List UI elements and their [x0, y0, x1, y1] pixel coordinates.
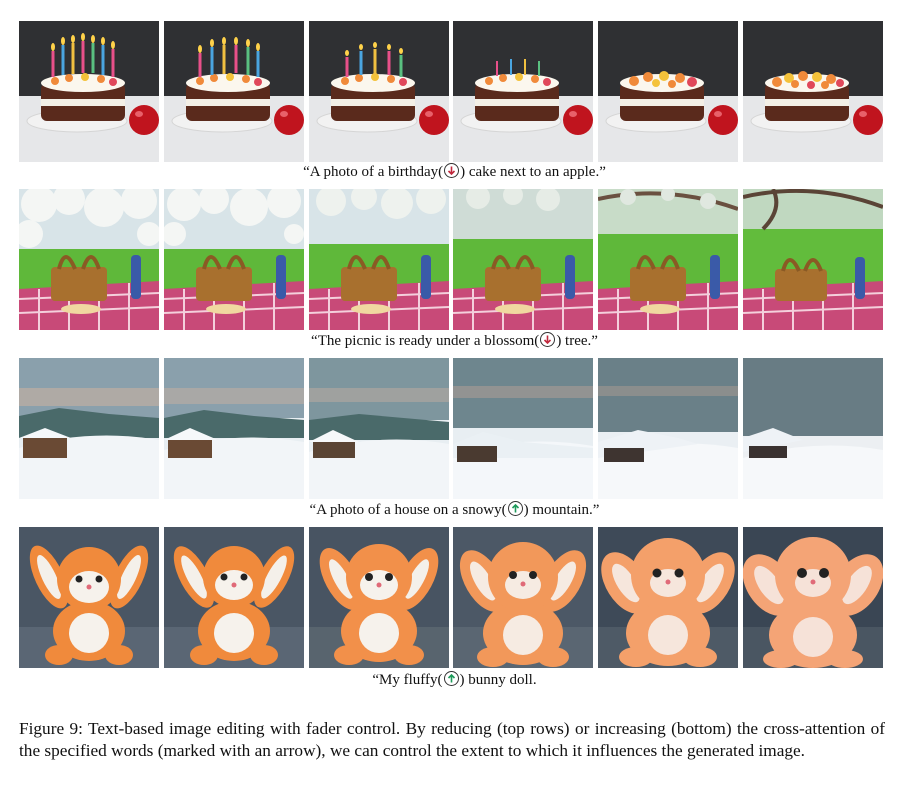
- caption-cake: “A photo of a birthday() cake next to an…: [303, 163, 606, 180]
- mountain-image: [163, 358, 304, 499]
- cake-image: [163, 21, 304, 162]
- picnic-image: [19, 189, 159, 330]
- bunny-image: [742, 527, 883, 668]
- bunny-image: [308, 527, 449, 668]
- bunny-image: [163, 527, 304, 668]
- image-row-picnic: [19, 189, 883, 330]
- mountain-image: [453, 358, 594, 499]
- image-row-bunny: [19, 527, 883, 668]
- bunny-image: [19, 527, 159, 668]
- picnic-image: [742, 189, 883, 330]
- mountain-image: [742, 358, 883, 499]
- image-row-mountain: [19, 358, 883, 499]
- cake-image: [453, 21, 594, 162]
- cake-image: [598, 21, 739, 162]
- cake-image: [308, 21, 449, 162]
- caption-mountain: “A photo of a house on a snowy() mountai…: [309, 501, 600, 518]
- down-arrow-icon: [444, 163, 460, 178]
- bunny-image: [453, 527, 594, 668]
- caption-bunny: “My fluffy() bunny doll.: [372, 671, 537, 688]
- up-arrow-icon: [443, 671, 459, 686]
- up-arrow-icon: [507, 501, 523, 516]
- picnic-image: [163, 189, 304, 330]
- picnic-image: [453, 189, 594, 330]
- mountain-image: [308, 358, 449, 499]
- caption-picnic: “The picnic is ready under a blossom() t…: [311, 332, 598, 349]
- image-row-cake: [19, 21, 883, 162]
- cake-image: [19, 21, 159, 162]
- cake-image: [742, 21, 883, 162]
- picnic-image: [598, 189, 739, 330]
- bunny-image: [598, 527, 739, 668]
- figure-caption: Figure 9: Text-based image editing with …: [19, 719, 885, 760]
- mountain-image: [19, 358, 159, 499]
- down-arrow-icon: [540, 332, 556, 347]
- picnic-image: [308, 189, 449, 330]
- mountain-image: [598, 358, 739, 499]
